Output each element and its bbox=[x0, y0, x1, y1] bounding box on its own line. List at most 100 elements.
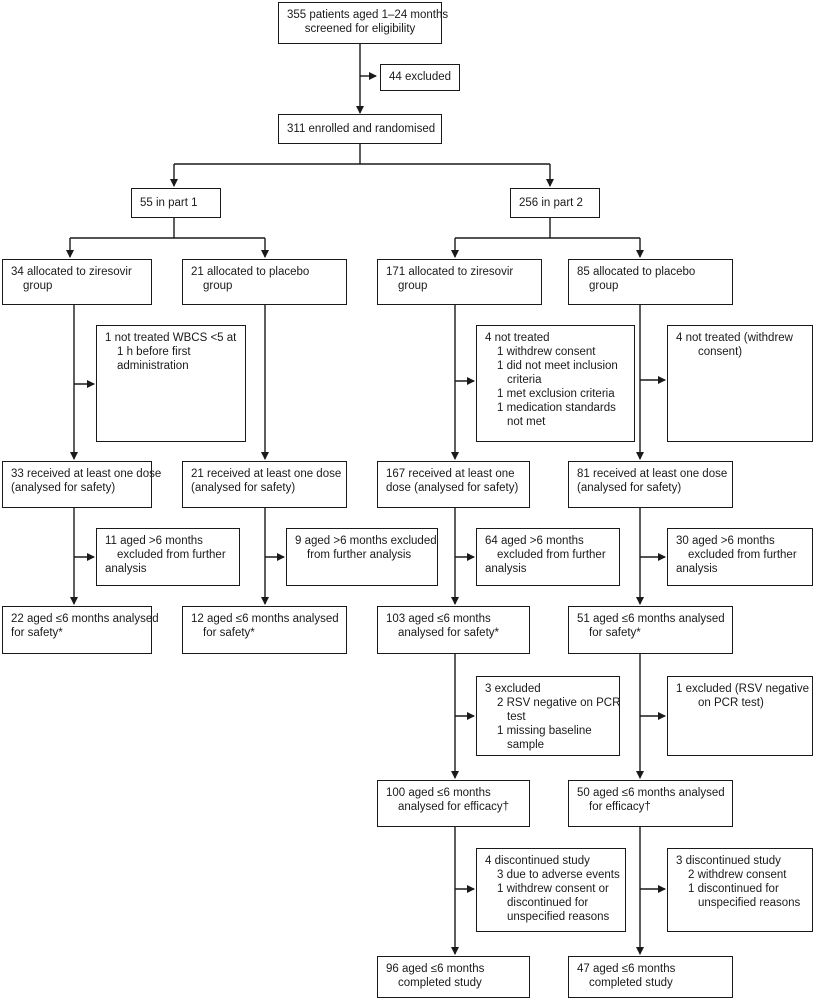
box-text-line: 2 RSV negative on PCR bbox=[497, 697, 621, 709]
box-text-line: 3 due to adverse events bbox=[497, 869, 620, 881]
box-text-line: excluded from further bbox=[117, 549, 226, 561]
enrolled-box: 311 enrolled and randomised bbox=[278, 114, 442, 144]
box-text-line: 50 aged ≤6 months analysed bbox=[577, 787, 725, 799]
box-text-line: 3 discontinued study bbox=[676, 855, 781, 867]
box-text-line: analysed for safety* bbox=[398, 627, 500, 639]
box-text-line: completed study bbox=[589, 977, 673, 989]
box-text-line: 34 allocated to ziresovir bbox=[11, 266, 132, 278]
box-text-line: 4 discontinued study bbox=[485, 855, 590, 867]
box-text-line: group bbox=[23, 280, 53, 292]
box-text-line: 9 aged >6 months excluded bbox=[295, 535, 437, 547]
p2p-dose-box: 81 received at least one dose (analysed f… bbox=[568, 461, 733, 508]
box-text-line: 1 excluded (RSV negative bbox=[676, 683, 809, 695]
p2z-safety-box: 103 aged ≤6 months analysed for safety* bbox=[377, 606, 530, 654]
box-text-line: on PCR test) bbox=[698, 697, 764, 709]
p1-ziresovir-box: 34 allocated to ziresovir group bbox=[2, 259, 152, 305]
box-text-line: 1 medication standards bbox=[497, 402, 616, 414]
part1-box: 55 in part 1 bbox=[131, 188, 221, 218]
box-text-line: 4 not treated bbox=[485, 332, 550, 344]
p2z-completed-box: 96 aged ≤6 months completed study bbox=[377, 956, 530, 998]
box-text-line: completed study bbox=[398, 977, 482, 989]
box-text-line: 96 aged ≤6 months bbox=[386, 963, 485, 975]
box-text-line: 1 withdrew consent bbox=[497, 346, 596, 358]
box-text-line: excluded from further bbox=[688, 549, 797, 561]
box-text-line: 355 patients aged 1–24 months bbox=[287, 9, 449, 21]
box-text-line: screened for eligibility bbox=[304, 23, 416, 35]
box-text-line: 51 aged ≤6 months analysed bbox=[577, 613, 725, 625]
box-text-line: consent) bbox=[698, 346, 743, 358]
p1p-excluded-over6-box: 9 aged >6 months excluded from further an… bbox=[286, 528, 438, 586]
p2z-dose-box: 167 received at least one dose (analysed … bbox=[377, 461, 530, 508]
box-text-line: 64 aged >6 months bbox=[485, 535, 584, 547]
p1p-safety-box: 12 aged ≤6 months analysed for safety* bbox=[182, 606, 347, 654]
box-text-line: for safety* bbox=[11, 627, 63, 639]
box-text-line: 33 received at least one dose bbox=[11, 468, 162, 480]
p2p-not-treated-box: 4 not treated (withdrew consent) bbox=[667, 325, 813, 442]
box-text-line: 81 received at least one dose bbox=[577, 468, 728, 480]
box-text-line: analysis bbox=[676, 563, 718, 575]
box-text-line: 21 received at least one dose bbox=[191, 468, 342, 480]
p2p-safety-box: 51 aged ≤6 months analysed for safety* bbox=[568, 606, 733, 654]
box-text-line: 256 in part 2 bbox=[519, 197, 583, 209]
box-text-line: excluded from further bbox=[497, 549, 606, 561]
p2z-not-treated-box: 4 not treated 1 withdrew consent 1 did not… bbox=[476, 325, 635, 442]
p2-placebo-box: 85 allocated to placebo group bbox=[568, 259, 733, 305]
box-text-line: 1 withdrew consent or bbox=[497, 883, 609, 895]
box-text-line: sample bbox=[507, 739, 545, 751]
box-text-line: group bbox=[589, 280, 619, 292]
box-text-line: 1 met exclusion criteria bbox=[497, 388, 615, 400]
p1z-safety-box: 22 aged ≤6 months analysed for safety* bbox=[2, 606, 159, 654]
box-text-line: 311 enrolled and randomised bbox=[287, 123, 436, 135]
box-text-line: criteria bbox=[507, 374, 542, 386]
p2z-discontinued-box: 4 discontinued study 3 due to adverse eve… bbox=[476, 848, 626, 932]
box-text-line: 1 did not meet inclusion bbox=[497, 360, 618, 372]
box-text-line: group bbox=[398, 280, 428, 292]
box-text-line: discontinued for bbox=[507, 897, 589, 909]
box-text-line: 22 aged ≤6 months analysed bbox=[11, 613, 159, 625]
box-text-line: not met bbox=[507, 416, 546, 428]
box-text-line: unspecified reasons bbox=[507, 911, 610, 923]
box-text-line: 4 not treated (withdrew bbox=[676, 332, 793, 344]
p2z-efficacy-box: 100 aged ≤6 months analysed for efficacy† bbox=[377, 780, 530, 827]
box-text-line: 1 h before first bbox=[117, 346, 191, 358]
box-text-line: 44 excluded bbox=[389, 71, 452, 83]
box-text-line: test bbox=[507, 711, 526, 723]
box-text-line: for efficacy† bbox=[589, 801, 651, 813]
box-text-line: 30 aged >6 months bbox=[676, 535, 775, 547]
p2z-excluded-over6-box: 64 aged >6 months excluded from further an… bbox=[476, 528, 620, 586]
box-text-line: analysed for efficacy† bbox=[398, 801, 510, 813]
box-text-line: 100 aged ≤6 months bbox=[386, 787, 491, 799]
box-text-line: 1 not treated WBCS <5 at bbox=[105, 332, 237, 344]
box-text-line: analysis bbox=[105, 563, 147, 575]
box-text-line: administration bbox=[117, 360, 189, 372]
box-text-line: for safety* bbox=[589, 627, 641, 639]
box-text-line: dose (analysed for safety) bbox=[386, 482, 519, 494]
p1z-excluded-over6-box: 11 aged >6 months excluded from further an… bbox=[96, 528, 240, 586]
box-text-line: 1 discontinued for bbox=[688, 883, 779, 895]
p1z-dose-box: 33 received at least one dose (analysed f… bbox=[2, 461, 162, 508]
box-text-line: for safety* bbox=[203, 627, 255, 639]
box-text-line: (analysed for safety) bbox=[577, 482, 682, 494]
box-text-line: analysis bbox=[485, 563, 527, 575]
box-text-line: 11 aged >6 months bbox=[105, 535, 203, 547]
box-text-line: (analysed for safety) bbox=[11, 482, 116, 494]
p2p-excluded-over6-box: 30 aged >6 months excluded from further an… bbox=[667, 528, 813, 586]
box-text-line: 3 excluded bbox=[485, 683, 541, 695]
box-text-line: 103 aged ≤6 months bbox=[386, 613, 491, 625]
p1z-not-treated-box: 1 not treated WBCS <5 at 1 h before first… bbox=[96, 325, 246, 442]
box-text-line: 12 aged ≤6 months analysed bbox=[191, 613, 339, 625]
box-text-line: 85 allocated to placebo bbox=[577, 266, 696, 278]
box-text-line: (analysed for safety) bbox=[191, 482, 296, 494]
screened-box: 355 patients aged 1–24 months screened fo… bbox=[278, 2, 449, 44]
box-text-line: group bbox=[203, 280, 233, 292]
p1p-dose-box: 21 received at least one dose (analysed f… bbox=[182, 461, 347, 508]
box-text-line: from further analysis bbox=[307, 549, 412, 561]
p2p-efficacy-box: 50 aged ≤6 months analysed for efficacy† bbox=[568, 780, 733, 827]
box-text-line: 167 received at least one bbox=[386, 468, 515, 480]
